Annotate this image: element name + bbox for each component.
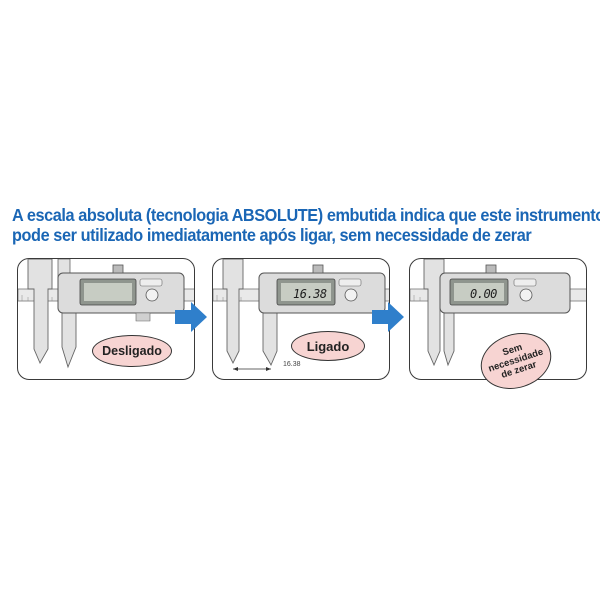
lcd-display-on: 16.38: [293, 287, 327, 301]
panel-off: Desligado: [17, 258, 195, 380]
headline-line-1: A escala absoluta (tecnologia ABSOLUTE) …: [12, 205, 600, 225]
headline: A escala absoluta (tecnologia ABSOLUTE) …: [12, 205, 600, 245]
status-badge-on: Ligado: [291, 331, 365, 361]
status-badge-off: Desligado: [92, 335, 172, 367]
status-badge-label: Ligado: [306, 338, 350, 354]
right-arrow-icon: [173, 301, 209, 338]
right-arrow-icon: [370, 301, 406, 338]
measurement-label: 16.38: [283, 361, 301, 368]
lcd-display-zero: 0.00: [470, 287, 497, 301]
caliper-illustration-zero: [410, 259, 586, 367]
status-badge-label: Desligado: [102, 344, 162, 358]
panel-on: 16.38 16.38 Ligado: [212, 258, 390, 380]
headline-line-2: pode ser utilizado imediatamente após li…: [12, 225, 532, 245]
caliper-illustration-off: [18, 259, 194, 369]
caliper-illustration-on: [213, 259, 389, 371]
